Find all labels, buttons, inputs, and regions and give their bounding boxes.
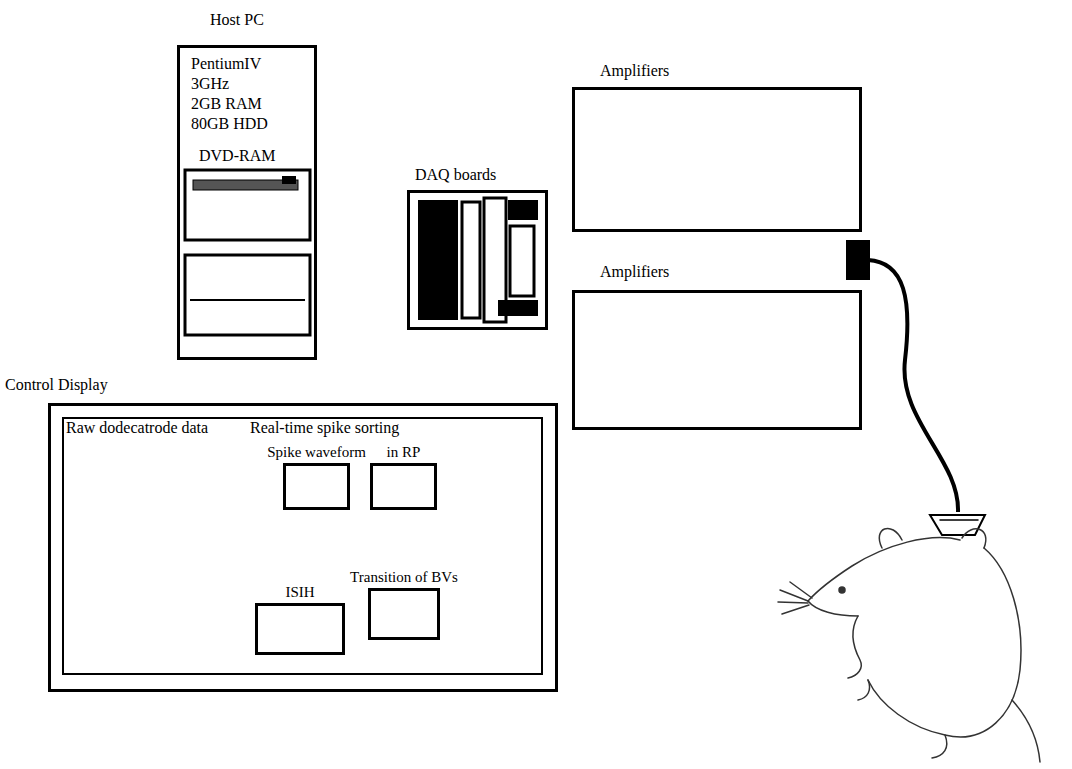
box-text: 3GHz [191, 75, 229, 93]
amplifier-box: Amplifiers [572, 290, 862, 430]
mouse-illustration [778, 515, 1040, 762]
dvd-drive [185, 170, 310, 240]
box-heading: in RP [387, 443, 421, 461]
plot-box: Spike waveform [283, 463, 350, 510]
box-heading: DAQ boards [415, 166, 496, 184]
drive-button [282, 176, 296, 184]
box-text: 2GB RAM [191, 95, 262, 113]
plot-box: Transition of BVs [368, 588, 440, 640]
drive-bay [185, 255, 310, 335]
box-heading: ISIH [285, 583, 314, 601]
box-text: Raw dodecatrode data [66, 419, 208, 437]
box-text: PentiumIV [191, 55, 261, 73]
box-heading: Transition of BVs [350, 568, 458, 586]
box-text: DVD-RAM [199, 147, 275, 165]
display-box: Control DisplayRaw dodecatrode dataReal-… [48, 403, 558, 692]
plot-box: ISIH [255, 603, 345, 655]
box-heading: Control Display [5, 376, 108, 394]
daq-box: DAQ boards [407, 190, 548, 330]
daq-cards [418, 198, 538, 322]
box-heading: Spike waveform [267, 443, 366, 461]
host-pc-box: Host PCPentiumIV3GHz2GB RAM80GB HDDDVD-R… [177, 45, 317, 360]
box-text: Real-time spike sorting [250, 419, 399, 437]
plot-box: in RP [370, 463, 437, 510]
box-text: 80GB HDD [191, 115, 268, 133]
bay-line [190, 299, 305, 301]
amplifier-box: Amplifiers [572, 87, 862, 232]
box-heading: Amplifiers [600, 263, 669, 281]
box-heading: Host PC [210, 11, 264, 29]
amp-connector [846, 240, 870, 280]
display-panel: Raw dodecatrode data Real-time spike sort… [62, 417, 543, 675]
headstage-cable [868, 260, 958, 512]
box-heading: Amplifiers [600, 62, 669, 80]
